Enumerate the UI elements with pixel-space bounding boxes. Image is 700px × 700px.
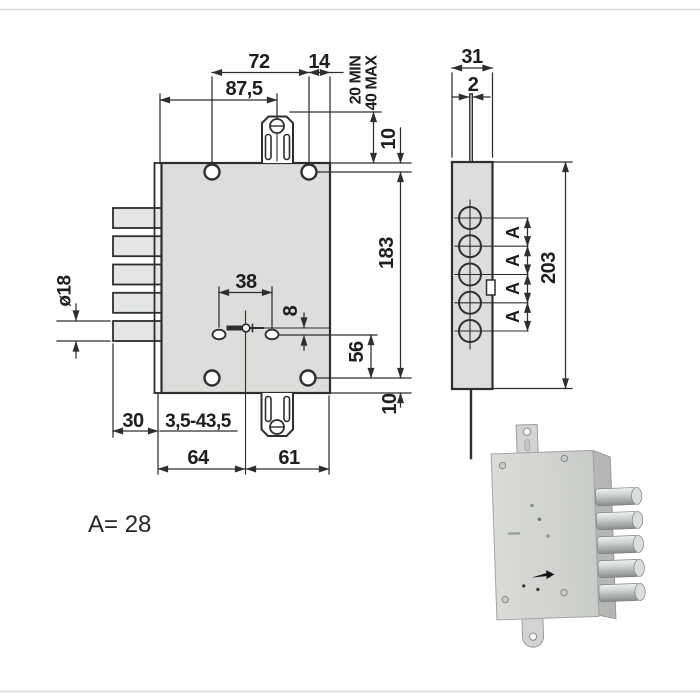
photo-top-tab: [515, 423, 539, 458]
dim-10-top: 10: [378, 128, 400, 150]
dim-56: 56: [346, 341, 368, 363]
bracket-slot: [283, 133, 291, 161]
side-view: 31 2 203 A A A A: [450, 46, 573, 460]
cylinder-hole: [211, 328, 227, 341]
dim-183: 183: [376, 237, 398, 269]
bolt-centerlines: [454, 199, 529, 350]
dim-20-min: 20 MIN: [348, 56, 365, 105]
dim-14: 14: [308, 51, 331, 73]
dim-a-4: A: [503, 310, 523, 323]
key-symbol: [226, 323, 264, 333]
latch-notch: [485, 279, 496, 296]
photo-body-front: [490, 449, 600, 621]
dim-30: 30: [122, 410, 144, 432]
dim-range: 3,5-43,5: [165, 411, 232, 432]
front-view: 72 14 87,5 20 MIN 40 MAX 10 183 56 10 38…: [55, 51, 412, 475]
photo-bottom-tab: [521, 613, 545, 648]
deadbolts: [112, 207, 163, 342]
dim-8: 8: [280, 305, 302, 316]
top-mounting-bracket: [261, 115, 294, 164]
cylinder-hole: [264, 328, 280, 341]
bolt-circles: [458, 206, 482, 343]
dim-64: 64: [187, 447, 210, 469]
photo-face-details: [498, 454, 569, 604]
photo-bolts: [595, 487, 646, 603]
dim-2: 2: [468, 74, 479, 96]
dim-203: 203: [538, 252, 560, 284]
note-a-equals: A= 28: [88, 511, 151, 538]
bracket-slot: [283, 395, 291, 423]
dim-10-bottom: 10: [379, 393, 401, 415]
product-photo: [490, 423, 646, 648]
dim-40-max: 40 MAX: [364, 55, 381, 111]
dim-a-3: A: [503, 282, 523, 295]
keyhole-arrow-mark: [531, 570, 555, 580]
dim-31: 31: [461, 46, 483, 68]
faceplate-blade: [469, 93, 473, 460]
dim-38: 38: [235, 271, 257, 293]
bottom-mounting-bracket: [260, 392, 294, 437]
dim-87-5: 87,5: [226, 78, 263, 100]
bracket-slot: [264, 133, 272, 161]
dim-a-2: A: [503, 254, 523, 267]
bracket-slot: [264, 395, 272, 423]
dim-a-1: A: [503, 226, 523, 239]
side-dimension-lines: [451, 64, 573, 390]
front-dimension-lines: [56, 68, 412, 475]
dim-diameter-18: ø18: [55, 275, 76, 306]
dim-72: 72: [248, 51, 270, 73]
dim-61: 61: [278, 447, 300, 469]
